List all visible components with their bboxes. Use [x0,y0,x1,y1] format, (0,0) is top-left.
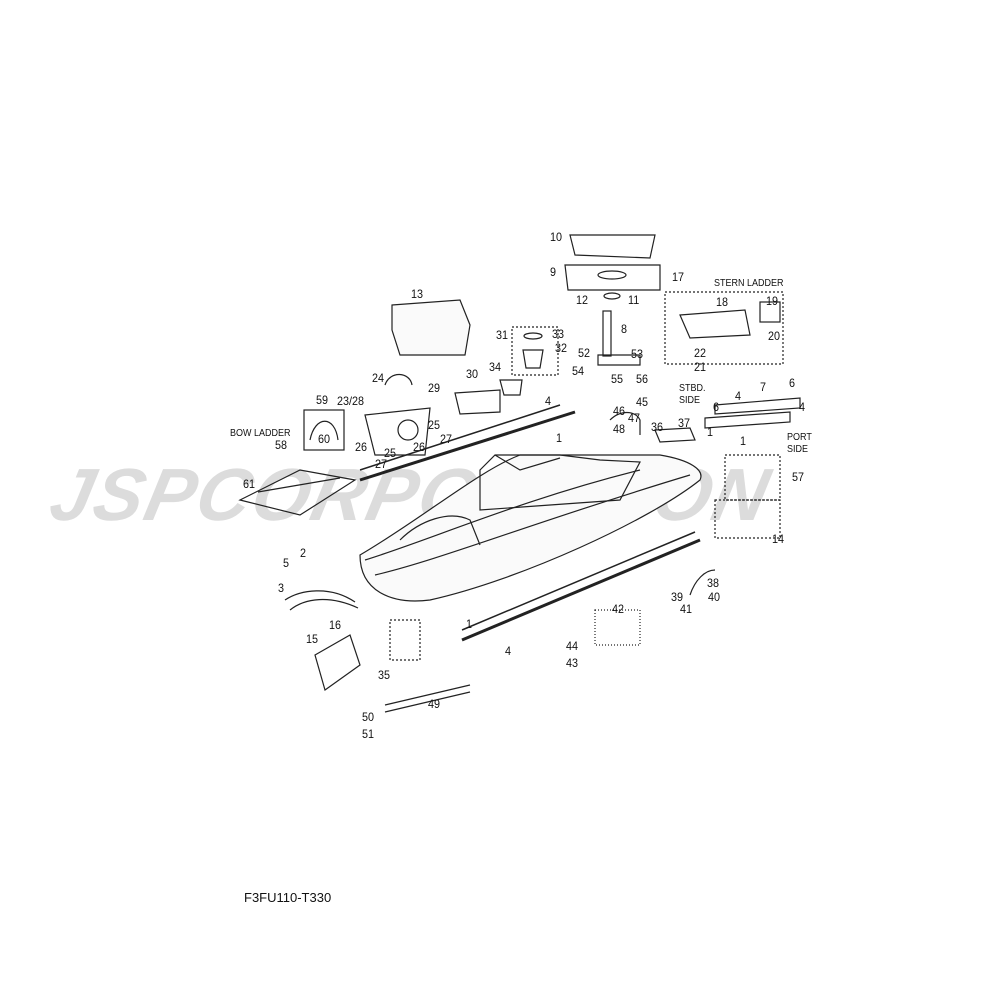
part-label[interactable]: 18 [716,295,729,309]
part-label[interactable]: 55 [611,372,624,386]
part-label[interactable]: 38 [707,576,720,590]
part-label[interactable]: 14 [772,532,785,546]
part-label[interactable]: 1 [740,434,747,448]
part-label[interactable]: 23/28 [337,394,365,408]
part-label[interactable]: 1 [466,617,473,631]
part-label[interactable]: 1 [556,431,563,445]
part-label[interactable]: 17 [672,270,685,284]
part-label[interactable]: 4 [545,394,552,408]
part-label[interactable]: 13 [411,287,424,301]
diagram-code: F3FU110-T330 [244,890,332,905]
part-label[interactable]: 61 [243,477,256,491]
caption-stbd-side: SIDE [679,395,701,406]
part-label[interactable]: 53 [631,347,644,361]
part-label[interactable]: 60 [318,432,331,446]
part-label[interactable]: 30 [466,367,479,381]
part-label[interactable]: 32 [555,341,568,355]
part-label[interactable]: 26 [355,440,368,454]
part-label[interactable]: 15 [306,632,319,646]
part-label[interactable]: 33 [552,327,565,341]
part-label[interactable]: 45 [636,395,649,409]
part-label[interactable]: 47 [628,411,641,425]
part-label[interactable]: 35 [378,668,391,682]
part-label[interactable]: 39 [671,590,684,604]
part-label[interactable]: 31 [496,328,509,342]
part-label[interactable]: 4 [735,389,742,403]
part-label[interactable]: 8 [621,322,628,336]
part-label[interactable]: 46 [613,404,626,418]
part-label[interactable]: 11 [628,293,640,307]
part-label[interactable]: 20 [768,329,781,343]
part-label[interactable]: 5 [283,556,290,570]
part-label[interactable]: 3 [278,581,285,595]
part-label[interactable]: 25 [428,418,441,432]
part-label[interactable]: 27 [375,457,388,471]
part-label[interactable]: 34 [489,360,502,374]
caption-stern-ladder: STERN LADDER [714,278,784,289]
part-label[interactable]: 36 [651,420,664,434]
part-label[interactable]: 25 [384,446,397,460]
part-label[interactable]: 4 [505,644,512,658]
part-label[interactable]: 9 [550,265,557,279]
part-label[interactable]: 40 [708,590,721,604]
part-label[interactable]: 42 [612,602,625,616]
caption-stbd: STBD. [679,383,706,394]
part-label[interactable]: 37 [678,416,691,430]
part-label[interactable]: 51 [362,727,375,741]
boat-hull [359,454,702,602]
part-label[interactable]: 54 [572,364,585,378]
part-label[interactable]: 16 [329,618,342,632]
part-label[interactable]: 58 [275,438,288,452]
caption-port: PORT [787,432,812,443]
part-label[interactable]: 48 [613,422,626,436]
part-label[interactable]: 22 [694,346,707,360]
part-label[interactable]: 19 [766,294,779,308]
part-label[interactable]: 27 [440,432,453,446]
part-label[interactable]: 59 [316,393,329,407]
part-label[interactable]: 44 [566,639,579,653]
parts [238,234,801,713]
part-label[interactable]: 21 [694,360,707,374]
part-label[interactable]: 10 [550,230,563,244]
caption-bow-ladder: BOW LADDER [230,428,291,439]
part-label[interactable]: 50 [362,710,375,724]
part-label[interactable]: 7 [760,380,767,394]
part-label[interactable]: 52 [578,346,591,360]
rub-rails [359,404,701,642]
part-label[interactable]: 4 [799,400,806,414]
part-label[interactable]: 57 [792,470,805,484]
part-label[interactable]: 6 [713,400,720,414]
part-label[interactable]: 41 [680,602,693,616]
part-label[interactable]: 56 [636,372,649,386]
part-label[interactable]: 12 [576,293,589,307]
part-label[interactable]: 6 [789,376,796,390]
part-label[interactable]: 43 [566,656,579,670]
part-label[interactable]: 29 [428,381,441,395]
caption-port-side: SIDE [787,444,809,455]
part-label[interactable]: 26 [413,440,426,454]
part-label[interactable]: 24 [372,371,385,385]
part-label[interactable]: 49 [428,697,441,711]
part-label[interactable]: 2 [300,546,307,560]
part-label[interactable]: 1 [707,425,714,439]
